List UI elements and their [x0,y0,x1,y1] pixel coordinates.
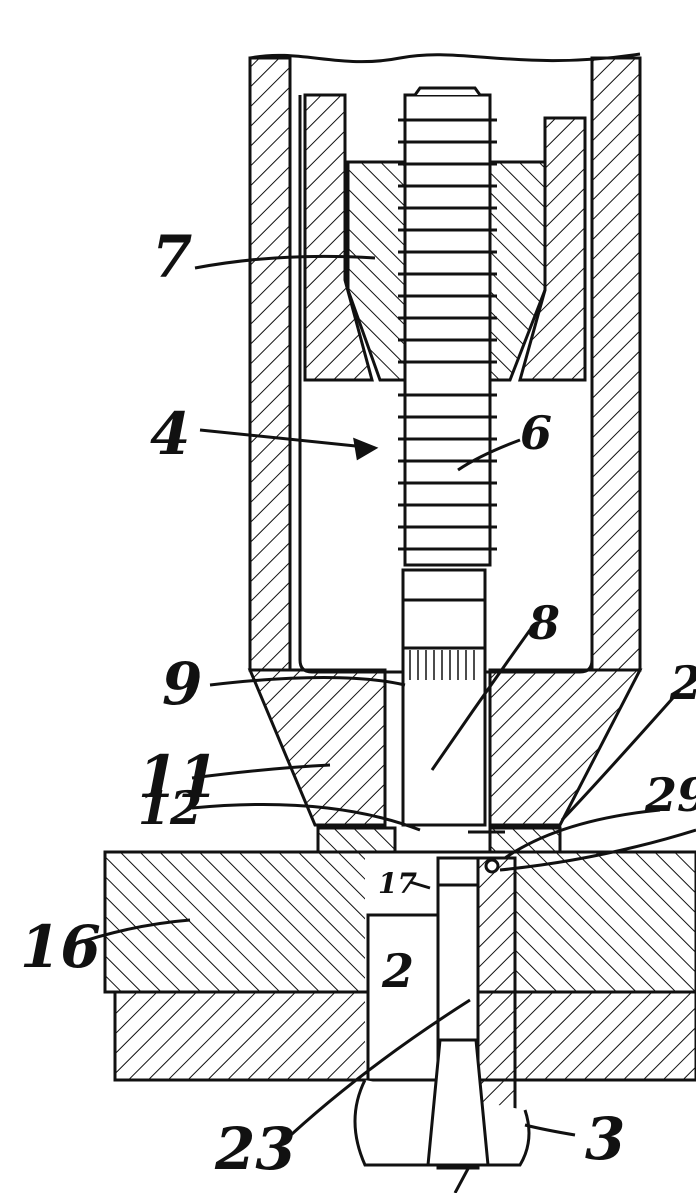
label-29: 29 [645,768,696,822]
bolt-threads [398,118,497,551]
label-11: 11 [138,743,219,811]
label-6: 6 [520,406,553,460]
label-23: 23 [215,1115,296,1183]
label-12: 12 [138,781,203,835]
sleeve-right [476,856,517,1127]
bore [366,913,440,1082]
label-2-upper: 2 [670,660,696,706]
anvil-ring-left [316,826,397,854]
jaw-housing-left [303,93,374,382]
housing-right-wall [590,56,642,672]
label-16: 16 [20,913,101,981]
housing-break-line [249,52,641,64]
label-3: 3 [585,1105,626,1173]
label-4: 4 [150,400,191,468]
pin-stem [401,568,487,827]
nose-right [488,668,643,827]
label-7: 7 [152,223,193,291]
lock-ring-detail [484,858,500,874]
label-9: 9 [162,650,203,718]
label-8: 8 [528,596,561,650]
bolt-head [413,86,482,96]
housing-left-wall [248,56,292,672]
nose-left [247,668,387,827]
bolt-shank [403,93,492,567]
leader-lines [71,254,696,1194]
knurl-band [409,650,475,680]
label-17: 17 [378,867,417,900]
label-2-lower: 2 [382,944,415,998]
